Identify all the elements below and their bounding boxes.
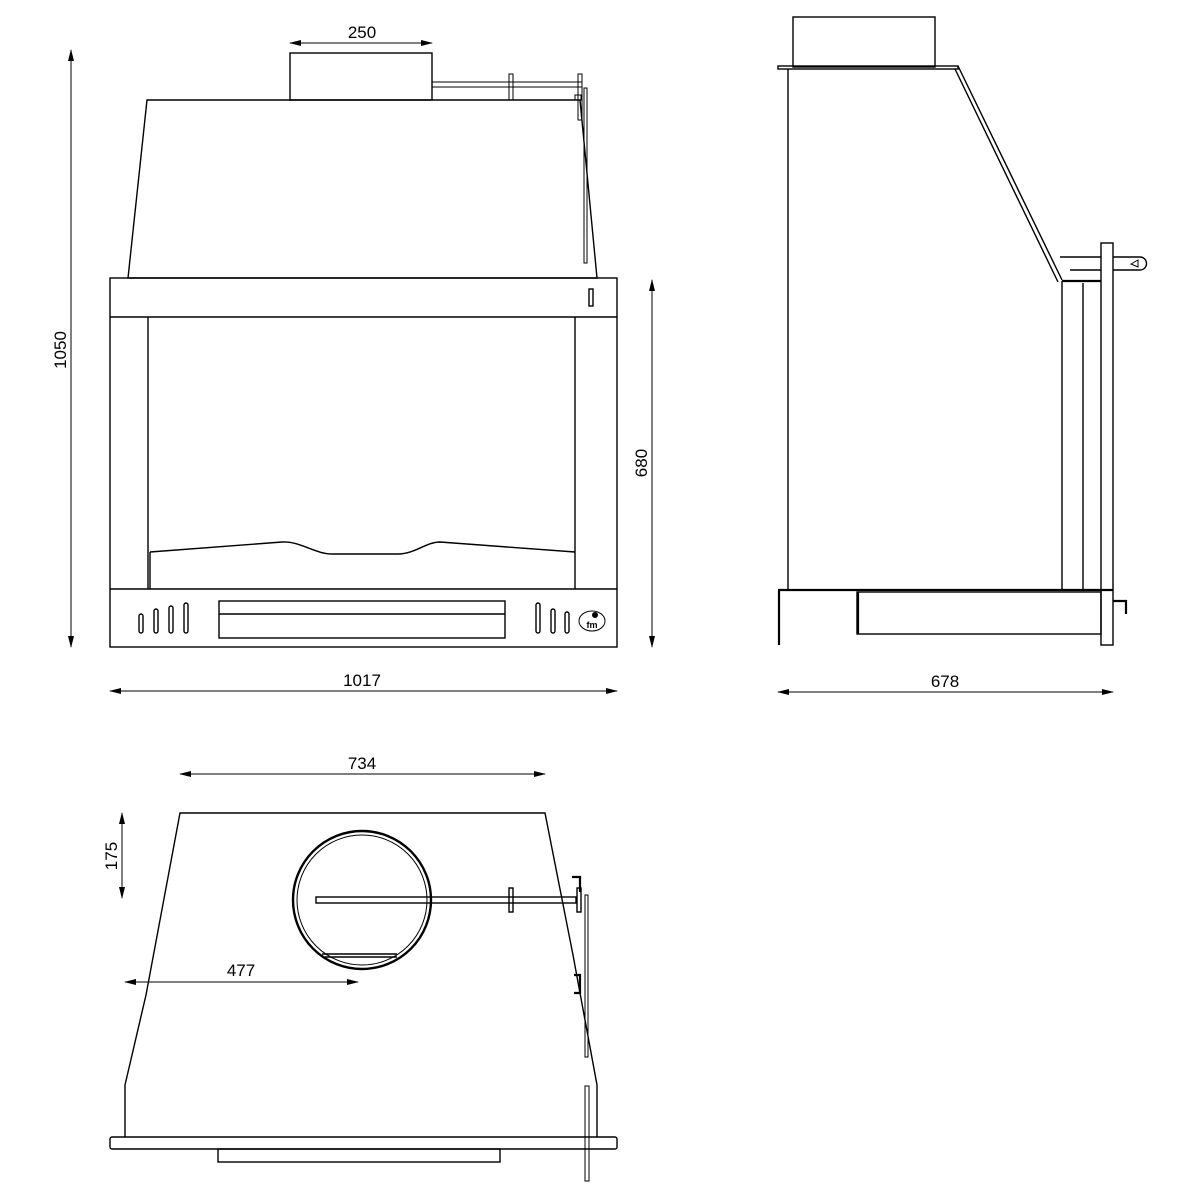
dimension-frame-height: 680: [632, 449, 651, 477]
sloped-hood: [954, 65, 1063, 283]
flue-opening: [291, 829, 433, 971]
hood-outline: [124, 812, 598, 1137]
side-view: 678: [777, 16, 1148, 695]
front-view: fm 250 1050 680 1017: [51, 23, 655, 694]
dimension-total-height: 1050: [51, 331, 70, 369]
base-plate: [109, 1136, 618, 1150]
flue-collar: [289, 52, 433, 101]
damper-lug: [1113, 256, 1148, 271]
side-flue-collar: [792, 16, 936, 68]
top-damper-rod: [315, 875, 590, 1182]
dimension-frame-width: 1017: [343, 671, 381, 690]
dimension-flue-width: 250: [348, 23, 376, 42]
grate: [149, 541, 576, 555]
brand-logo-icon: fm: [578, 610, 606, 632]
damper-rod: [432, 73, 588, 264]
vents-left: [138, 602, 189, 634]
control-knob: [588, 288, 594, 307]
dimension-hood-width: 734: [348, 754, 376, 773]
door-post: [1100, 242, 1114, 646]
dimension-depth: 678: [931, 672, 959, 691]
air-slot: [218, 600, 506, 639]
frame: [109, 277, 618, 648]
ash-drawer: [217, 1148, 501, 1163]
ash-pan: [856, 591, 1102, 635]
logo-text: fm: [587, 620, 598, 630]
top-view: 734 175 477: [102, 754, 618, 1182]
dimension-flue-offset-depth: 175: [102, 842, 121, 870]
vents-right: [535, 602, 570, 634]
dimension-flue-offset-side: 477: [227, 961, 255, 980]
hood: [127, 99, 598, 279]
